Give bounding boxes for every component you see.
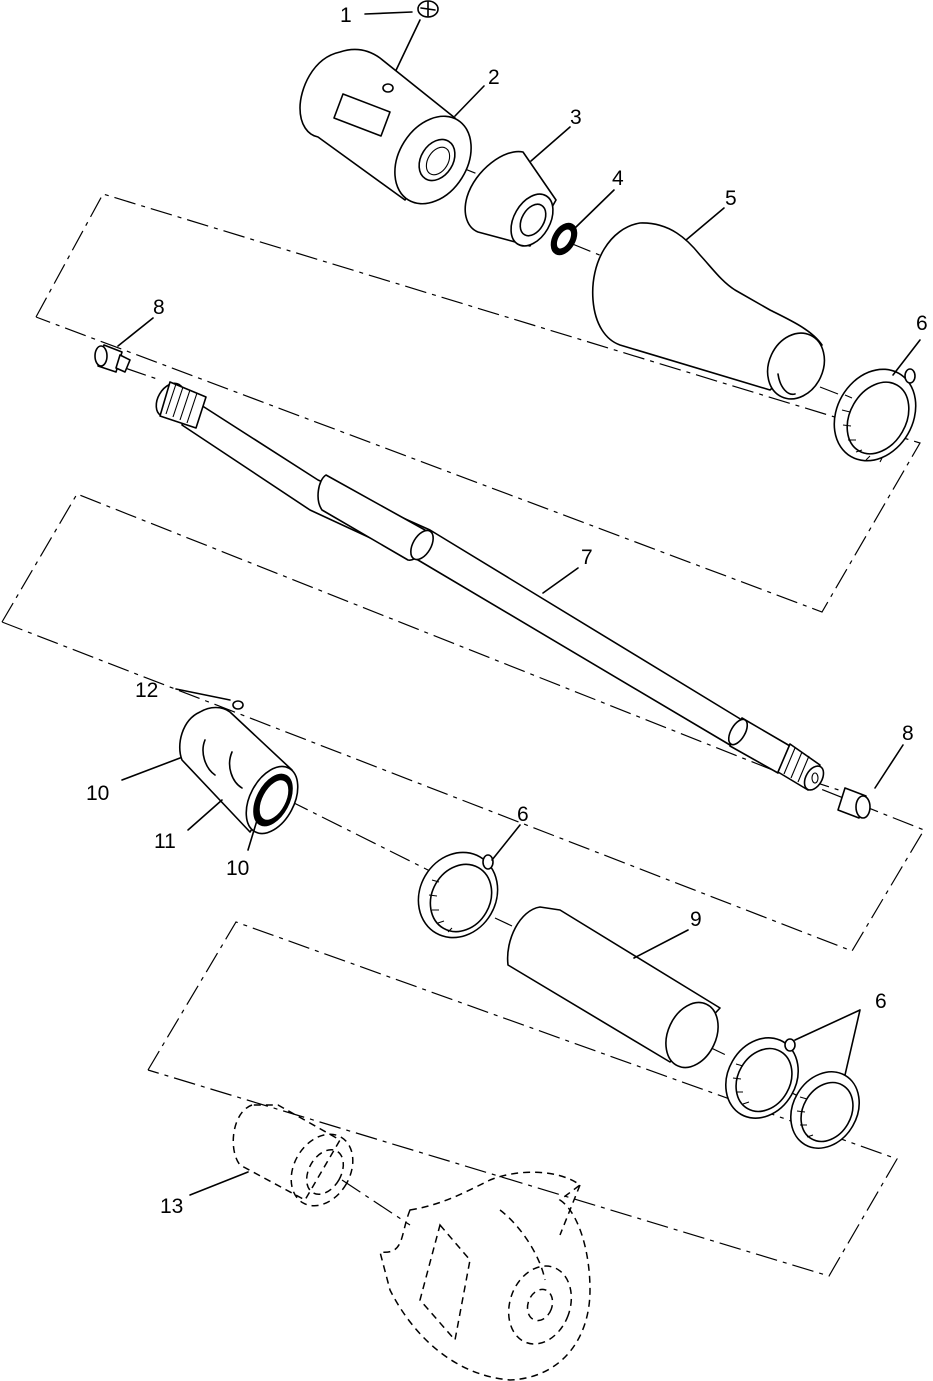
part-5-boot (591, 222, 826, 400)
callout-7: 7 (581, 546, 593, 569)
part-7-drive-shaft (155, 381, 825, 791)
callout-6-lower: 6 (875, 990, 887, 1013)
callout-3: 3 (570, 106, 582, 129)
callout-9: 9 (690, 908, 702, 931)
callout-8-lower: 8 (902, 722, 914, 745)
part-8-cap-lower (837, 787, 871, 819)
part-4-seal-ring (550, 222, 578, 256)
callout-10-left: 10 (86, 782, 109, 805)
callout-12: 12 (135, 679, 158, 702)
callout-1: 1 (340, 4, 352, 27)
part-6-clamp-middle (417, 851, 499, 939)
part-6-clamp-lower-b (790, 1071, 860, 1149)
callout-6-upper: 6 (916, 312, 928, 335)
part-3-cone (464, 150, 557, 247)
callout-2: 2 (488, 66, 500, 89)
part-8-cap-upper (94, 344, 131, 373)
callout-10-bottom: 10 (226, 857, 249, 880)
part-2-housing (299, 48, 472, 205)
part-1-screw (417, 0, 439, 18)
callout-8-upper: 8 (153, 296, 165, 319)
part-13-pump-housing (232, 1104, 591, 1381)
callout-4: 4 (612, 167, 624, 190)
part-6-clamp-upper (833, 368, 917, 463)
callout-6-middle: 6 (517, 803, 529, 826)
callouts: 1 2 3 4 5 6 8 7 12 8 10 11 10 6 9 6 13 (86, 4, 928, 1218)
callout-leaders (117, 11, 921, 1196)
part-9-tube (506, 906, 721, 1069)
part-10-11-coupler (178, 700, 299, 835)
callout-5: 5 (725, 187, 737, 210)
part-6-clamp-lower-a (725, 1037, 799, 1119)
callout-13: 13 (160, 1195, 183, 1218)
callout-11: 11 (154, 830, 176, 853)
